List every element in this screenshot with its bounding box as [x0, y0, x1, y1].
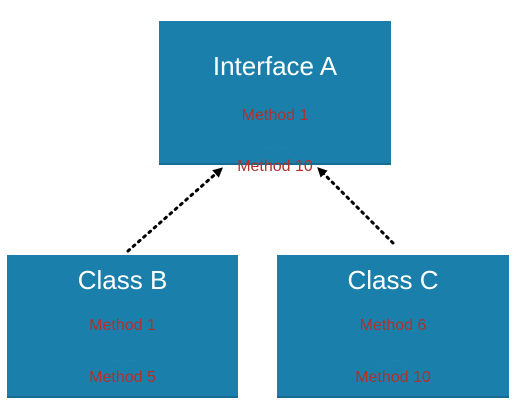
class-c-method-first: Method 6 — [359, 317, 427, 334]
class-b-method-last: Method 5 — [89, 369, 156, 386]
class-b-title: Class B — [77, 265, 168, 295]
class-b-ellipsis: ......... — [107, 354, 137, 363]
implements-arrow-class-b — [126, 167, 224, 253]
interface-a-title: Interface A — [212, 51, 338, 81]
interface-a-method-first: Method 1 — [241, 107, 309, 124]
interface-a-method-last: Method 10 — [237, 158, 313, 175]
class-c-ellipsis: ......... — [378, 354, 408, 363]
class-c-box: Class C Method 6 ......... Method 10 — [277, 255, 509, 398]
class-b-method-first: Method 1 — [89, 317, 156, 334]
interface-a-ellipsis: ......... — [260, 142, 290, 151]
implements-arrow-class-c — [317, 167, 395, 245]
class-b-box: Class B Method 1 ......... Method 5 — [7, 255, 238, 398]
class-c-title: Class C — [347, 265, 439, 295]
interface-a-box: Interface A Method 1 ......... Method 10 — [159, 21, 391, 175]
class-c-method-last: Method 10 — [355, 369, 431, 386]
